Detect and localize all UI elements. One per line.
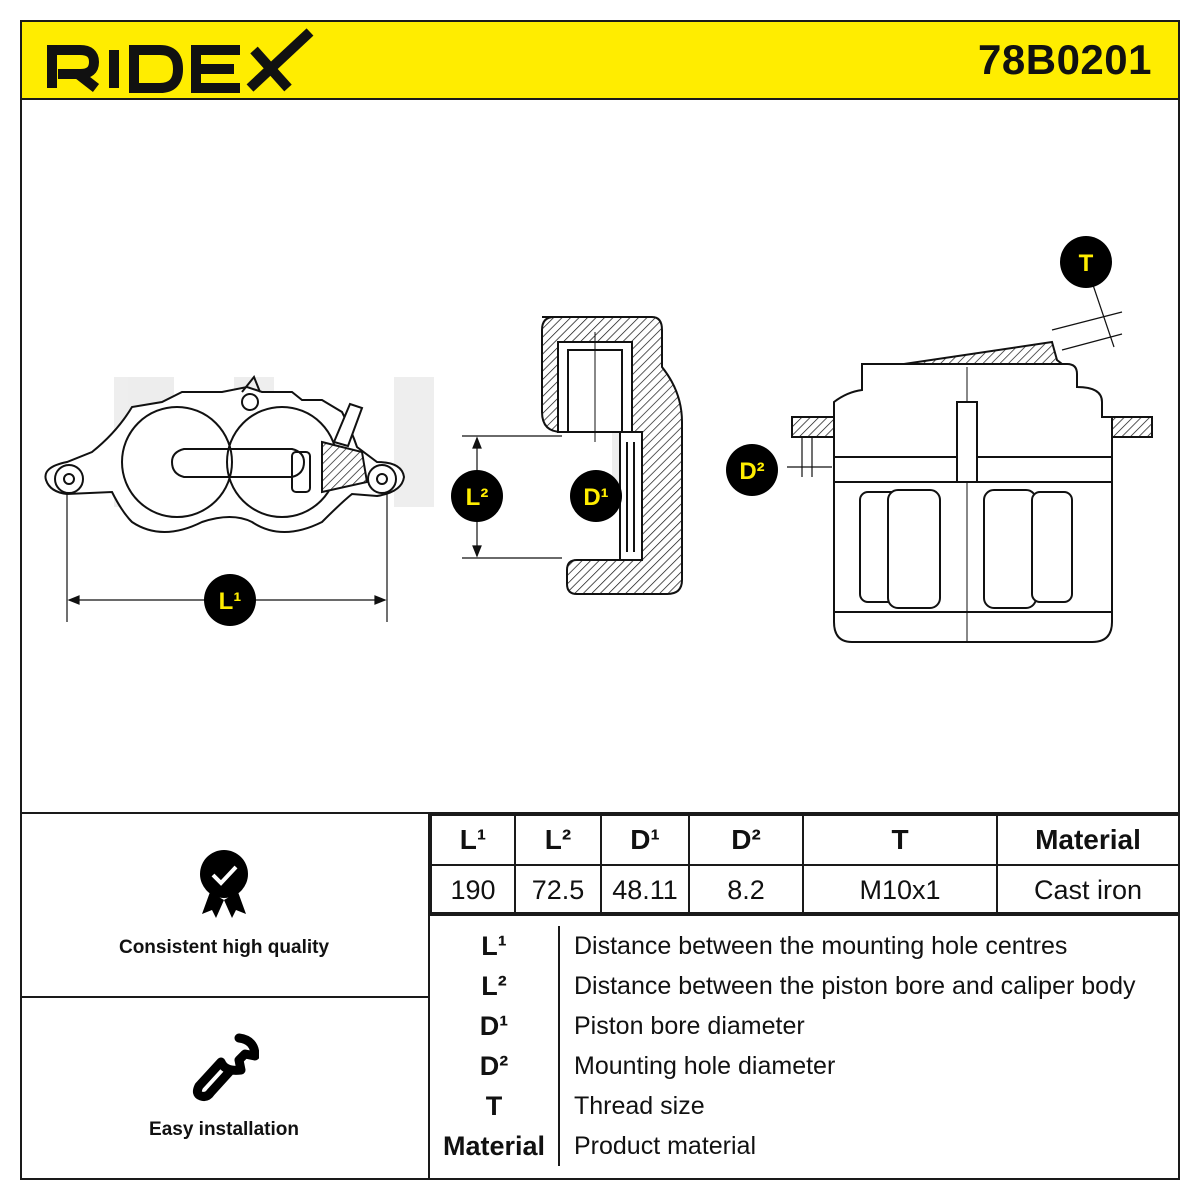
ridex-logo (47, 28, 314, 93)
specs-header-row: L¹ L² D¹ D² T Material (430, 814, 1180, 866)
legend-row: L² Distance between the piston bore and … (430, 966, 1180, 1006)
wrench-icon (192, 1033, 260, 1101)
callout-l1-label: L¹ (219, 588, 242, 615)
spec-value-l2: 72.5 (514, 864, 602, 916)
feature-installation-label: Easy installation (149, 1119, 299, 1140)
callout-t: T (1060, 236, 1112, 288)
caliper-side-view (44, 375, 406, 533)
legend-row: L¹ Distance between the mounting hole ce… (430, 926, 1180, 966)
legend-key: Material (430, 1126, 560, 1166)
specs-table: L¹ L² D¹ D² T Material 190 72.5 48.11 8.… (430, 814, 1180, 916)
features-panel: Consistent high quality Easy installatio… (20, 814, 430, 1180)
legend-desc: Product material (574, 1131, 757, 1160)
callout-t-label: T (1079, 250, 1094, 277)
callout-d1-label: D¹ (583, 484, 608, 511)
legend-panel: L¹ Distance between the mounting hole ce… (430, 912, 1180, 1180)
t-dimension-line (1051, 281, 1123, 351)
legend-desc: Distance between the mounting hole centr… (574, 931, 1068, 960)
legend-key: L² (430, 966, 560, 1006)
feature-installation: Easy installation (20, 1032, 428, 1141)
specs-value-row: 190 72.5 48.11 8.2 M10x1 Cast iron (430, 864, 1180, 916)
part-number: 78B0201 (978, 36, 1152, 83)
spec-header-t: T (802, 814, 998, 866)
legend-key: D¹ (430, 1006, 560, 1046)
spec-header-l1: L¹ (430, 814, 516, 866)
spec-header-d2: D² (688, 814, 804, 866)
legend-desc: Distance between the piston bore and cal… (574, 971, 1136, 1000)
caliper-cross-section-view (541, 316, 683, 595)
legend-row: Material Product material (430, 1126, 1180, 1166)
callout-l2-label: L² (466, 484, 489, 511)
d2-dimension-line (787, 437, 832, 477)
caliper-front-view (791, 340, 1153, 643)
section-divider (20, 812, 1180, 814)
legend-row: D² Mounting hole diameter (430, 1046, 1180, 1086)
spec-header-material: Material (996, 814, 1180, 866)
feature-quality: Consistent high quality (20, 848, 428, 959)
legend-desc: Mounting hole diameter (574, 1051, 836, 1080)
legend-key: T (430, 1086, 560, 1126)
spec-header-l2: L² (514, 814, 602, 866)
header-bar: 78B0201 (20, 20, 1180, 100)
spec-value-d2: 8.2 (688, 864, 804, 916)
legend-table: L¹ Distance between the mounting hole ce… (430, 926, 1180, 1166)
legend-row: T Thread size (430, 1086, 1180, 1126)
technical-drawing: L¹ L² D¹ D² T (44, 236, 1153, 643)
spec-header-d1: D¹ (600, 814, 690, 866)
legend-row: D¹ Piston bore diameter (430, 1006, 1180, 1046)
callout-l2: L² (451, 470, 503, 522)
spec-value-material: Cast iron (996, 864, 1180, 916)
spec-value-d1: 48.11 (600, 864, 690, 916)
legend-desc: Thread size (574, 1091, 705, 1120)
callout-d2-label: D² (739, 458, 764, 485)
feature-divider (20, 996, 428, 998)
spec-value-l1: 190 (430, 864, 516, 916)
callout-l1: L¹ (204, 574, 256, 626)
quality-badge-icon (200, 850, 248, 918)
callout-d2: D² (726, 444, 778, 496)
legend-desc: Piston bore diameter (574, 1011, 805, 1040)
feature-quality-label: Consistent high quality (118, 937, 330, 958)
spec-value-t: M10x1 (802, 864, 998, 916)
callout-d1: D¹ (570, 470, 622, 522)
legend-key: L¹ (430, 926, 560, 966)
legend-key: D² (430, 1046, 560, 1086)
